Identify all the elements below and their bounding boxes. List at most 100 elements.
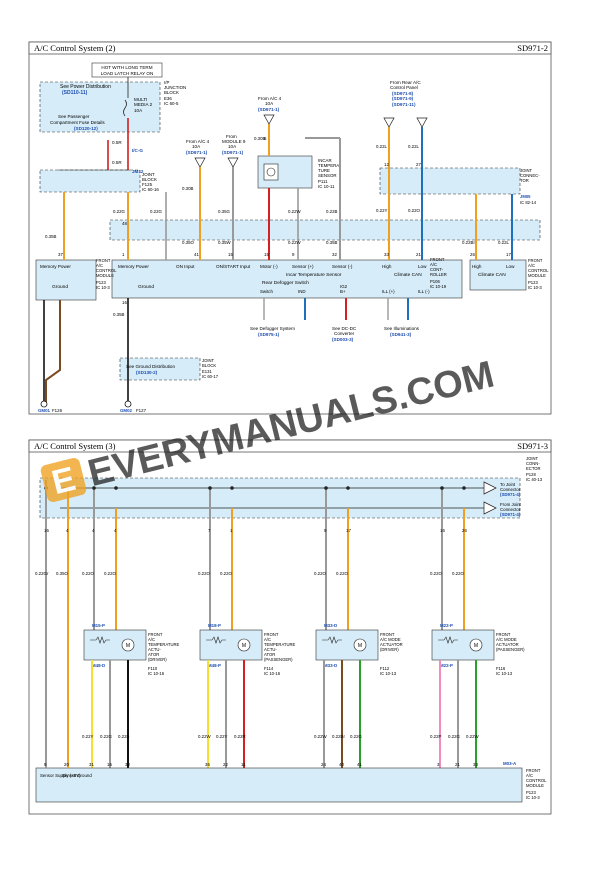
- svg-text:0.22L: 0.22L: [498, 240, 510, 245]
- pin-label: 11: [241, 762, 246, 767]
- actuator-title: FRONT: [380, 632, 395, 637]
- svg-text:37: 37: [58, 252, 63, 257]
- svg-text:From Rear A/C: From Rear A/C: [390, 80, 421, 85]
- motor-icon-label: M: [242, 643, 246, 649]
- svg-text:See DC-DC: See DC-DC: [332, 326, 357, 331]
- svg-text:IC 60-5: IC 60-5: [164, 101, 179, 106]
- svg-text:Motor (-): Motor (-): [260, 264, 278, 269]
- actuator-ref: IC 10-16: [148, 671, 165, 676]
- wire-label: 0.22Y: [82, 734, 94, 739]
- svg-text:JOINT: JOINT: [202, 358, 215, 363]
- source-arrow-icon: [263, 114, 275, 125]
- pin-label: 36: [205, 762, 210, 767]
- actuator-ref: IC 10-13: [380, 671, 397, 676]
- svg-text:See Passenger: See Passenger: [58, 114, 90, 119]
- pin-label: 1: [230, 528, 233, 533]
- wire-label: 0.22O: [430, 571, 443, 576]
- svg-text:27: 27: [416, 162, 421, 167]
- svg-text:MODULE: MODULE: [96, 273, 114, 278]
- svg-text:0.22Br: 0.22Br: [462, 240, 475, 245]
- page2-code: SD971-3: [517, 441, 548, 451]
- actuator-title: A/C: [148, 637, 155, 642]
- source-arrow-icon: [227, 157, 239, 168]
- svg-text:I/P: I/P: [164, 80, 169, 85]
- svg-text:0.22G: 0.22G: [150, 209, 163, 214]
- svg-text:(SD975-1): (SD975-1): [258, 332, 280, 337]
- motor-icon-label: M: [358, 643, 362, 649]
- svg-text:A/C: A/C: [528, 263, 535, 268]
- svg-text:IC 60-16: IC 60-16: [142, 187, 159, 192]
- joint-dot-icon: [208, 486, 212, 490]
- connector-code: M33-D: [324, 623, 337, 628]
- svg-text:Connector: Connector: [500, 487, 521, 492]
- svg-text:From A/C 4: From A/C 4: [258, 96, 282, 101]
- fuse-icon: [123, 99, 127, 117]
- svg-text:CONTROL: CONTROL: [528, 268, 549, 273]
- actuator-box: [199, 629, 263, 661]
- wire-label: 0.22O: [82, 571, 95, 576]
- svg-text:IND: IND: [298, 289, 306, 294]
- wire-label: 0.22B: [118, 734, 130, 739]
- svg-text:0.22L: 0.22L: [376, 144, 388, 149]
- potentiometer-icon: [206, 636, 226, 644]
- svg-text:GM02: GM02: [120, 408, 133, 413]
- actuator-title: A/C: [264, 637, 271, 642]
- potentiometer-icon: [90, 636, 110, 644]
- actuator-ref: F116: [496, 666, 506, 671]
- source-arrow-icon: [194, 157, 206, 168]
- svg-text:JOINT: JOINT: [142, 172, 155, 177]
- svg-text:P106: P106: [430, 279, 440, 284]
- connector-code: M15-P: [92, 623, 105, 628]
- wire-label: 0.22W: [198, 734, 212, 739]
- svg-text:B+: B+: [340, 289, 346, 294]
- wire-label: 0.22W: [466, 734, 480, 739]
- svg-text:17: 17: [506, 252, 511, 257]
- pin-label: 41: [357, 762, 362, 767]
- actuator-title: ATOR: [264, 652, 275, 657]
- actuator-title: (PASSENGER): [496, 647, 525, 652]
- pin-label: 17: [346, 528, 351, 533]
- pin-label: 26: [462, 528, 467, 533]
- page1-grounds: GM01 F126 GM02 F127: [38, 400, 147, 413]
- wire-label: 0.22O: [314, 571, 327, 576]
- svg-text:0.35B: 0.35B: [326, 240, 338, 245]
- joint-dot-icon: [440, 486, 444, 490]
- actuator-ref: F110: [148, 666, 158, 671]
- svg-text:FRONT: FRONT: [528, 258, 543, 263]
- svg-text:P128: P128: [526, 472, 536, 477]
- svg-text:Memory Power: Memory Power: [40, 264, 71, 269]
- svg-text:10A: 10A: [134, 108, 143, 113]
- svg-text:From A/C 4: From A/C 4: [186, 139, 210, 144]
- wire-label: 0.22O: [452, 571, 465, 576]
- svg-text:Ground: Ground: [52, 284, 68, 290]
- svg-text:10A: 10A: [265, 101, 274, 106]
- svg-text:CONN-: CONN-: [526, 461, 540, 466]
- pin-label: 33: [473, 762, 478, 767]
- wire-label: 0.22Br: [332, 734, 345, 739]
- svg-text:(SD971-9): (SD971-9): [392, 96, 414, 101]
- svg-text:JOINT: JOINT: [520, 168, 533, 173]
- svg-text:JUNCTION: JUNCTION: [164, 85, 186, 90]
- actuator-title: (DRIVER): [148, 657, 167, 662]
- svg-text:CONNEC-: CONNEC-: [520, 173, 540, 178]
- svg-text:9: 9: [292, 252, 295, 257]
- svg-text:M03-A: M03-A: [503, 761, 517, 766]
- svg-text:MODULE: MODULE: [528, 273, 546, 278]
- svg-text:IC 10-19: IC 10-19: [430, 284, 447, 289]
- svg-text:Climate CAN: Climate CAN: [394, 272, 422, 278]
- pin-label: 3: [437, 762, 440, 767]
- incar-sensor: INCAR TEMPERA- TURE SENSOR P111 IC 10-11: [257, 137, 341, 260]
- svg-text:0.35W: 0.35W: [218, 240, 232, 245]
- svg-text:BLOCK: BLOCK: [142, 177, 157, 182]
- svg-text:See Power Distribution: See Power Distribution: [60, 84, 111, 90]
- svg-text:FRONT: FRONT: [526, 768, 541, 773]
- svg-text:Rear Defogger Switch: Rear Defogger Switch: [262, 280, 309, 286]
- svg-text:0.35O: 0.35O: [56, 571, 69, 576]
- svg-text:0.5R: 0.5R: [112, 160, 122, 165]
- svg-text:High: High: [382, 264, 392, 269]
- svg-text:(SD941-3): (SD941-3): [390, 332, 412, 337]
- svg-text:From: From: [226, 134, 237, 139]
- svg-text:0.22B: 0.22B: [326, 209, 338, 214]
- svg-text:0.35B: 0.35B: [113, 312, 125, 317]
- svg-text:4: 4: [66, 528, 69, 533]
